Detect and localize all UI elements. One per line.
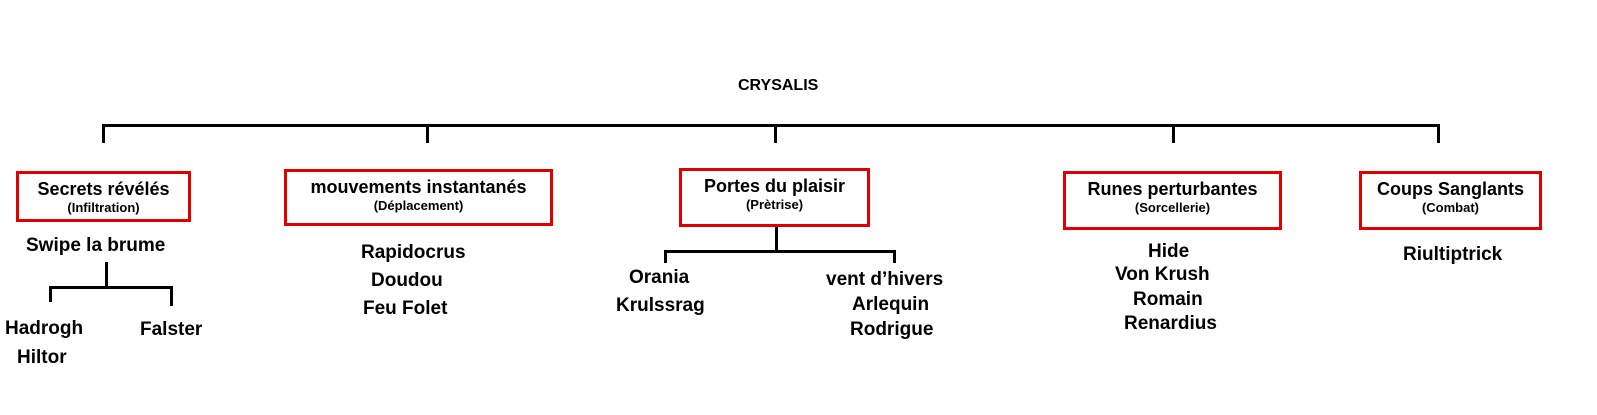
sub-connector-left [49, 286, 52, 302]
branch-connector-5 [1437, 124, 1440, 143]
member-name: Krulssrag [616, 295, 705, 316]
branch-title: Secrets révélés [37, 179, 170, 199]
member-name: Arlequin [852, 294, 930, 315]
member-name: Rodrigue [850, 319, 934, 340]
branch-subtitle: (Déplacement) [373, 198, 464, 213]
sub-connector-horizontal [664, 250, 896, 253]
branch-title: Portes du plaisir [703, 176, 846, 196]
branch-box-combat: Coups Sanglants (Combat) [1359, 171, 1542, 230]
branch-box-deplacement: mouvements instantanés (Déplacement) [284, 169, 553, 226]
member-name: Hide [1148, 241, 1190, 262]
sub-connector-right [893, 250, 896, 263]
root-node-label: CRYSALIS [738, 77, 819, 94]
member-name: vent d’hivers [826, 269, 944, 290]
sub-connector-vertical [775, 227, 778, 251]
branch-subtitle: (Infiltration) [67, 200, 140, 215]
branch-connector-2 [426, 124, 429, 143]
member-name: Orania [629, 267, 690, 288]
branch-subtitle: (Combat) [1421, 200, 1480, 215]
sub-connector-vertical [105, 262, 108, 287]
member-name: Hiltor [17, 347, 67, 368]
member-name: Falster [140, 319, 203, 340]
branch-box-infiltration: Secrets révélés (Infiltration) [16, 171, 191, 222]
branch-title: mouvements instantanés [310, 177, 527, 197]
member-name: Hadrogh [5, 318, 84, 339]
branch-title: Runes perturbantes [1087, 179, 1258, 199]
member-name: Feu Folet [363, 298, 448, 319]
branch-subtitle: (Sorcellerie) [1134, 200, 1211, 215]
member-name: Doudou [371, 270, 443, 291]
sub-connector-left [664, 250, 667, 263]
member-name: Riultiptrick [1403, 244, 1503, 265]
branch-connector-3 [774, 124, 777, 143]
branch-box-pretrise: Portes du plaisir (Prètrise) [679, 168, 870, 227]
sub-connector-horizontal [49, 286, 173, 289]
branch-connector-1 [102, 124, 105, 143]
member-name: Rapidocrus [361, 242, 466, 263]
member-name: Romain [1133, 289, 1203, 310]
member-name: Von Krush [1115, 264, 1210, 285]
main-horizontal-connector [102, 124, 1440, 127]
branch-title: Coups Sanglants [1376, 179, 1524, 199]
branch-connector-4 [1172, 124, 1175, 143]
branch-box-sorcellerie: Runes perturbantes (Sorcellerie) [1063, 171, 1282, 230]
branch-subtitle: (Prètrise) [745, 197, 804, 212]
member-name: Renardius [1124, 313, 1217, 334]
sub-connector-right [170, 286, 173, 306]
member-name: Swipe la brume [26, 235, 166, 256]
